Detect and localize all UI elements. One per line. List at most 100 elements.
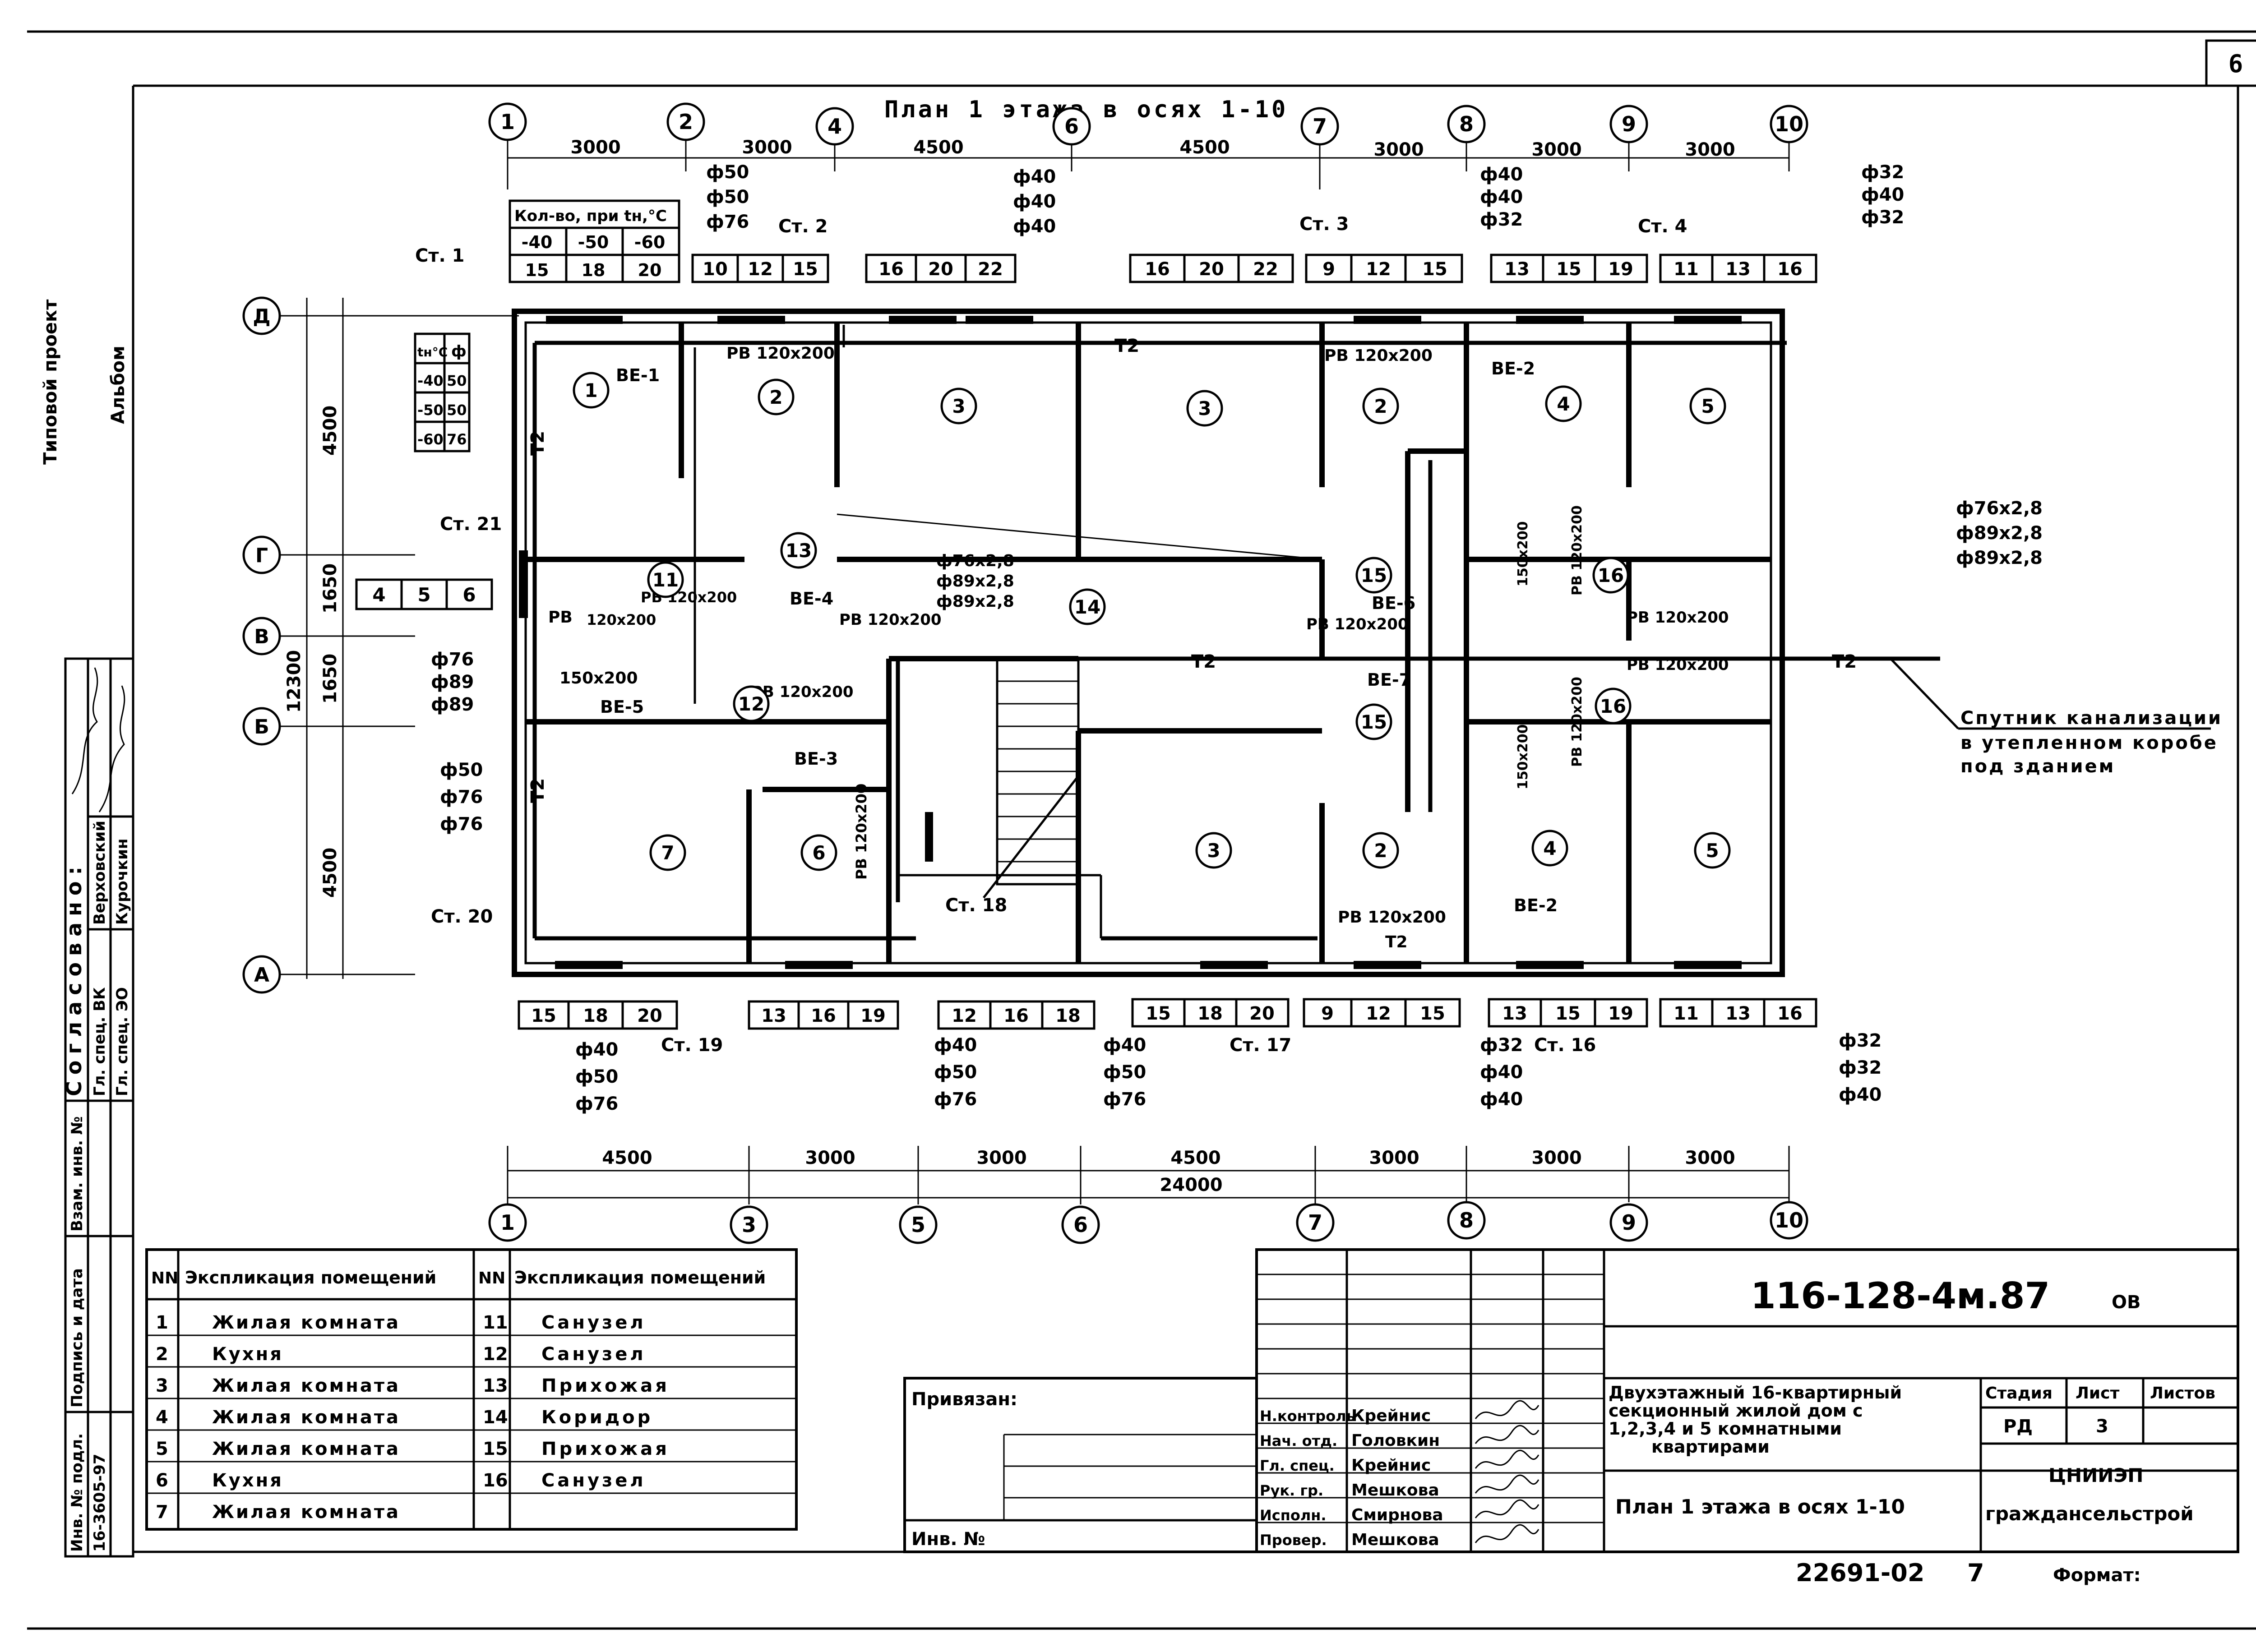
expl-right-name: Санузел (541, 1312, 646, 1333)
expl-right-num: 15 (483, 1439, 508, 1459)
rg-b4-b: 18 (1197, 1003, 1223, 1024)
staff-name: Крейнис (1351, 1456, 1431, 1475)
signature-mark (1475, 1449, 1539, 1469)
dia-m2: ф89x2,8 (1956, 523, 2043, 544)
dia-r2c2: 50 (447, 401, 467, 419)
dia-j2: ф40 (1480, 1062, 1523, 1083)
axis-bot-5: 5 (911, 1213, 925, 1237)
qty-temp-2: -50 (578, 232, 609, 252)
staff-role: Провер. (1260, 1532, 1327, 1549)
desc-1: Двухэтажный 16-квартирный (1609, 1383, 1902, 1403)
dia-h3: ф76 (934, 1089, 977, 1110)
dim-left-total: 12300 (284, 650, 305, 713)
dim-top-4: 4500 (1179, 137, 1230, 158)
grille-120: 120x200 (587, 611, 656, 628)
dim-bot-5: 3000 (1369, 1148, 1419, 1168)
rg-b3-a: 12 (952, 1006, 977, 1026)
dia-r3c1: -60 (417, 431, 444, 448)
dim-total: 24000 (1160, 1175, 1222, 1195)
axis-row-D: Д (253, 305, 270, 328)
expl-nn-1: NN (151, 1269, 178, 1287)
sheet-header: Лист (2076, 1384, 2119, 1403)
rg-t3-b: 20 (1199, 259, 1224, 280)
rg-b5-a: 9 (1321, 1003, 1334, 1024)
room-5b: 5 (1706, 840, 1719, 862)
inv-label: Инв. № (911, 1529, 985, 1550)
sewer-line-2: в утепленном коробе (1960, 733, 2218, 753)
signature-mark (1475, 1474, 1539, 1494)
dia-d2: ф40 (1861, 185, 1904, 205)
room-13: 13 (786, 540, 812, 562)
rg-t2-b: 20 (928, 259, 953, 280)
rg-t3-a: 16 (1145, 259, 1170, 280)
riser-st4: Ст. 4 (1638, 216, 1687, 237)
riser-st18: Ст. 18 (945, 895, 1007, 916)
expl-left-num: 3 (156, 1375, 168, 1396)
rg-b7-b: 13 (1725, 1003, 1751, 1024)
rg-b3-b: 16 (1003, 1006, 1029, 1026)
axis-row-B: Б (254, 715, 269, 738)
grille-rv-short: РВ (548, 608, 573, 627)
rg-b1-c: 20 (637, 1006, 662, 1026)
expl-right-name: Прихожая (541, 1439, 670, 1459)
grille-rv-v2: РВ 120x200 (1569, 505, 1585, 595)
dia-g2: ф50 (575, 1066, 618, 1087)
staff-role: Нач. отд. (1260, 1432, 1337, 1449)
signature-1 (71, 667, 98, 794)
dia-m1: ф76x2,8 (1956, 498, 2043, 519)
dim-top-3: 4500 (913, 137, 963, 158)
rg-t5-a: 13 (1504, 259, 1530, 280)
riser-st17: Ст. 17 (1230, 1035, 1291, 1056)
dim-top-6: 3000 (1531, 139, 1581, 160)
dim-left-1: 4500 (320, 406, 341, 456)
riser-st3: Ст. 3 (1299, 214, 1349, 235)
left-margin: Типовой проект Альбом Согласовано: Гл. с… (40, 299, 134, 1558)
dim-top-5: 3000 (1373, 139, 1424, 160)
dia-f1: ф50 (440, 760, 483, 780)
rg-b6-b: 15 (1555, 1003, 1581, 1024)
dia-r3c2: 76 (447, 431, 467, 448)
sewer-line-3: под зданием (1960, 756, 2115, 777)
expl-left-name: Жилая комната (212, 1375, 400, 1396)
rg-b2-b: 16 (811, 1006, 836, 1026)
dia-a3: ф76 (706, 212, 749, 232)
inventory-number: 16-3605-97 (91, 1454, 109, 1552)
pipe-label-right: Т2 (1832, 651, 1857, 672)
dia-m3: ф89x2,8 (1956, 548, 2043, 568)
rg-b6-c: 19 (1608, 1003, 1633, 1024)
room-3b: 3 (1198, 397, 1211, 420)
riser-labels: Ст. 1 Ст. 2 Ст. 3 Ст. 4 Ст. 21 Ст. 20 Ст… (415, 214, 1687, 1056)
title-block: Привязан: Инв. № 116-128-4м.87 ОВ Двухэт… (903, 1248, 2239, 1587)
approval-name-1: Верховский (91, 821, 109, 925)
vent-ve6: ВЕ-6 (1372, 593, 1415, 613)
dim-left-4: 4500 (320, 848, 341, 898)
rg-t3-c: 22 (1253, 259, 1278, 280)
rg-b2-c: 19 (860, 1006, 886, 1026)
album-label: Альбом (108, 346, 129, 424)
staff-role: Исполн. (1260, 1507, 1327, 1524)
grille-rv-1: РВ 120x200 (726, 344, 835, 363)
diameter-table: tн°С ф -40 50 -50 50 -60 76 (414, 332, 471, 452)
expl-left-num: 6 (156, 1470, 168, 1491)
dia-b1: ф40 (1013, 166, 1056, 187)
expl-left-name: Жилая комната (212, 1439, 400, 1459)
floor-plan-walls (512, 309, 1785, 977)
approved-label: Согласовано: (62, 860, 86, 1096)
rg-t1-b: 12 (748, 259, 773, 280)
dia-f2: ф76 (440, 787, 483, 808)
rg-b6-a: 13 (1502, 1003, 1527, 1024)
room-2a: 2 (769, 386, 782, 408)
qty-header: Кол-во, при tн,°С (514, 207, 667, 225)
rg-t4-a: 9 (1322, 259, 1335, 280)
room-markers: 1 2 3 3 2 4 5 11 13 14 12 15 15 16 16 7 … (573, 372, 1731, 871)
room-2b: 2 (1374, 395, 1387, 417)
dim-bot-4: 4500 (1170, 1148, 1220, 1168)
vent-ve2-bottom: ВЕ-2 (1514, 895, 1558, 915)
dia-h1: tн°С (417, 345, 448, 360)
axis-top-7: 7 (1313, 114, 1327, 138)
axis-bot-6: 6 (1073, 1213, 1088, 1237)
axis-top-9: 9 (1622, 112, 1636, 136)
quantity-table: Кол-во, при tн,°С -40 -50 -60 15 18 20 (509, 199, 680, 283)
